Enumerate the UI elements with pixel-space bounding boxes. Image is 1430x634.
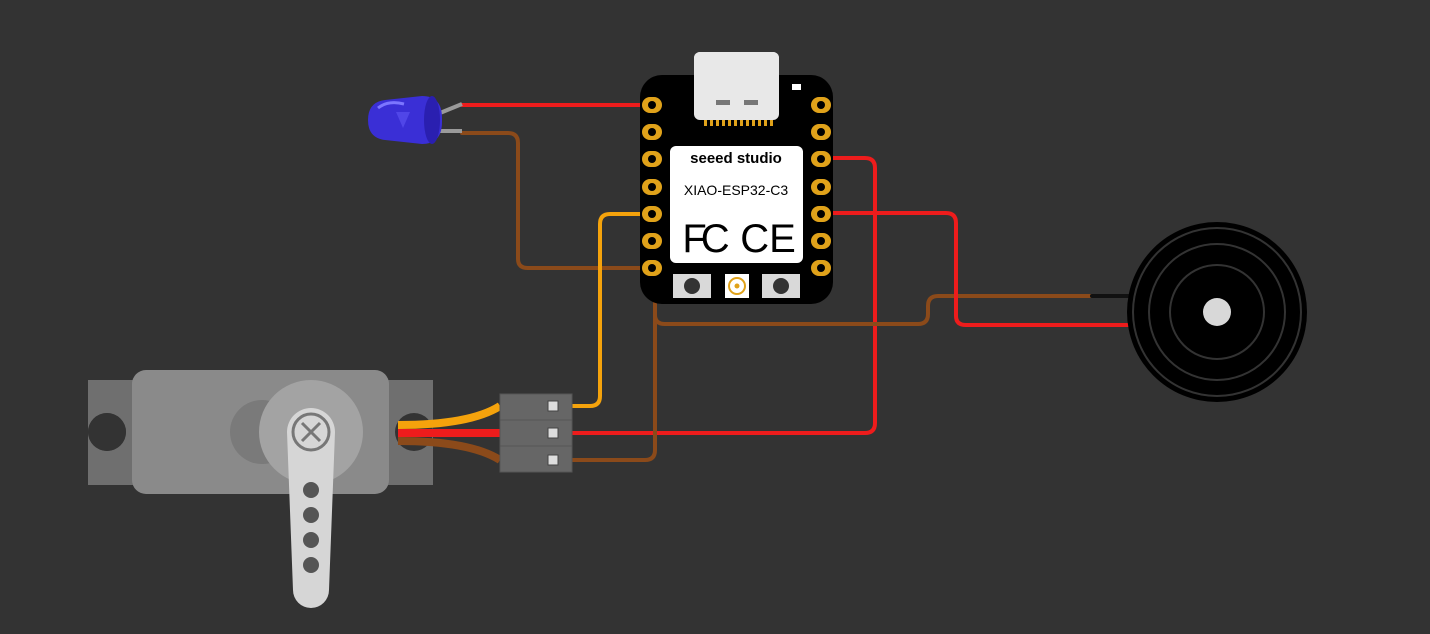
wires <box>460 103 1130 462</box>
wire-servo-signal[interactable] <box>570 212 654 408</box>
usb-contacts <box>704 120 773 126</box>
buzzer-ring-outer <box>1132 227 1302 397</box>
led-die <box>396 112 410 128</box>
buzzer-ring-inner <box>1169 264 1265 360</box>
buzzer-icon[interactable] <box>1127 222 1307 402</box>
pin-pad[interactable] <box>642 151 662 167</box>
pin-pad[interactable] <box>811 124 831 140</box>
pin-pad[interactable] <box>642 97 662 113</box>
board-brand: seeed studio <box>690 150 782 167</box>
right-pin-header <box>811 97 831 276</box>
connector-pin <box>547 427 559 439</box>
board-model: XIAO-ESP32-C3 <box>684 182 788 198</box>
power-led <box>792 84 801 90</box>
pin-pad[interactable] <box>811 206 831 222</box>
led-leg-anode <box>439 102 463 115</box>
ce-mark: CE <box>740 217 796 261</box>
usb-c-tab-left <box>716 100 730 105</box>
servo-connector[interactable] <box>499 393 573 473</box>
fcc-mark: FC <box>682 217 728 261</box>
usb-c-housing <box>694 52 779 120</box>
servo-horn-hole <box>303 557 319 573</box>
wire-buzzer-signal[interactable] <box>818 211 1130 327</box>
left-pin-header <box>642 97 662 276</box>
pin-pad[interactable] <box>642 124 662 140</box>
antenna-center <box>734 283 740 289</box>
servo-mount-hole-left <box>88 413 126 451</box>
servo-screw-cross <box>300 421 322 443</box>
usb-c-tab-right <box>744 100 758 105</box>
shield-label <box>670 146 803 263</box>
board-icon[interactable]: seeed studio XIAO-ESP32-C3 FC CE <box>640 52 833 304</box>
pin-pad[interactable] <box>642 206 662 222</box>
pin-pad[interactable] <box>642 260 662 276</box>
antenna-ring <box>728 277 746 295</box>
servo-horn-hole <box>303 507 319 523</box>
pin-pad[interactable] <box>811 260 831 276</box>
connector-pin <box>547 400 559 412</box>
pin-pad[interactable] <box>642 233 662 249</box>
buzzer-center <box>1203 298 1231 326</box>
led-highlight <box>377 101 405 110</box>
servo-icon[interactable] <box>88 370 503 608</box>
wire-servo-ground[interactable] <box>570 268 657 462</box>
pin-pad[interactable] <box>811 151 831 167</box>
pin-pad[interactable] <box>811 179 831 195</box>
wire-led-cathode[interactable] <box>460 131 654 270</box>
boot-button-cap <box>684 278 700 294</box>
wire-buzzer-ground[interactable] <box>653 270 1094 326</box>
led-flange <box>424 96 440 144</box>
servo-horn-hole <box>303 482 319 498</box>
buzzer-ring-mid <box>1148 243 1286 381</box>
servo-cable <box>397 402 503 464</box>
servo-mount-left <box>88 380 140 485</box>
led-icon[interactable] <box>368 96 463 144</box>
pin-pad[interactable] <box>642 179 662 195</box>
pin-pad[interactable] <box>811 233 831 249</box>
pin-pad[interactable] <box>811 97 831 113</box>
wire-servo-power[interactable] <box>570 156 877 435</box>
servo-horn-hole <box>303 532 319 548</box>
connector-pin <box>547 454 559 466</box>
reset-button-cap <box>773 278 789 294</box>
